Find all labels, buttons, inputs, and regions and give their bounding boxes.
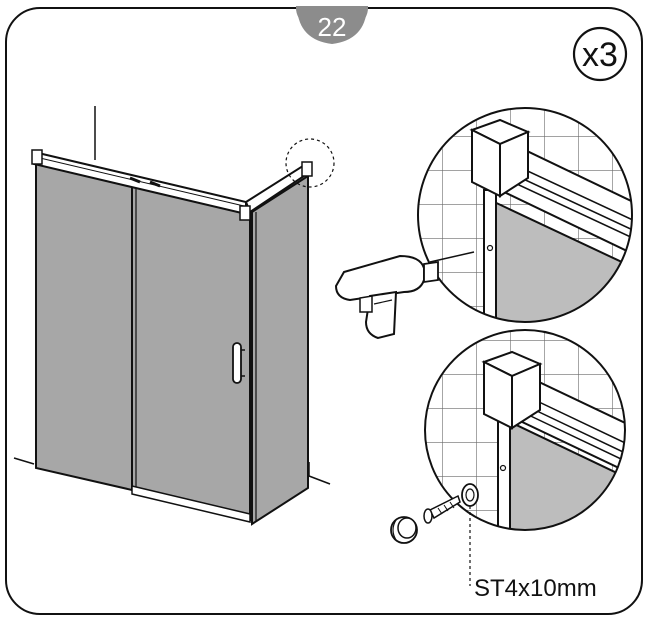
side-glass-panel	[251, 174, 309, 526]
detail-view-screwing	[424, 329, 626, 531]
bottom-rail	[131, 485, 251, 523]
fixed-glass-panel	[35, 160, 133, 492]
cap-icon	[390, 516, 418, 544]
quantity-label: x3	[582, 36, 618, 74]
detail-view-drilling	[417, 107, 633, 323]
drill-icon	[334, 251, 475, 340]
screw-icon	[423, 494, 461, 524]
detail-marker	[285, 138, 335, 188]
shower-enclosure	[13, 106, 335, 526]
part-label: ST4x10mm	[474, 575, 597, 602]
door-handle	[232, 342, 242, 384]
quantity-badge: x3	[572, 26, 628, 82]
step-badge: 22	[296, 6, 368, 44]
step-number: 22	[318, 12, 347, 42]
